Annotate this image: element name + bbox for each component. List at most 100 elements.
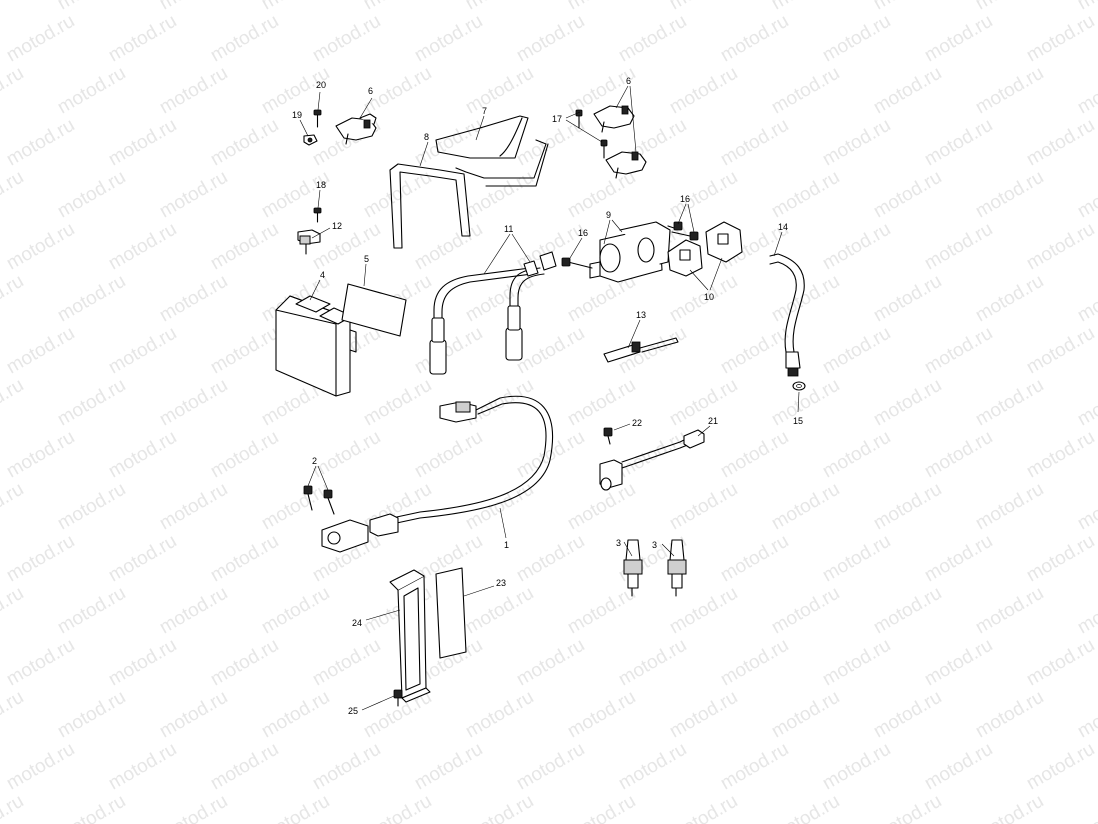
- part-16-bolt-left: [561, 257, 593, 269]
- callout-12: 12: [332, 221, 342, 231]
- watermark-text: motod.ru: [258, 791, 333, 824]
- watermark-text: motod.ru: [1023, 739, 1098, 795]
- watermark-text: motod.ru: [513, 323, 588, 379]
- watermark-text: motod.ru: [258, 479, 333, 535]
- callout-25: 25: [348, 706, 358, 716]
- callout-14: 14: [778, 222, 788, 232]
- watermark-text: motod.ru: [207, 635, 282, 691]
- callout-3-left: 3: [616, 538, 621, 548]
- callout-1: 1: [504, 540, 509, 550]
- callout-21: 21: [708, 416, 718, 426]
- watermark-text: motod.ru: [0, 375, 27, 431]
- watermark-text: motod.ru: [309, 739, 384, 795]
- part-1-crank-sensor: [321, 395, 554, 553]
- watermark-text: motod.ru: [921, 323, 996, 379]
- watermark-text: motod.ru: [513, 635, 588, 691]
- watermark-text: motod.ru: [564, 375, 639, 431]
- part-23-pad: [435, 567, 467, 659]
- callout-2: 2: [312, 456, 317, 466]
- watermark-text: motod.ru: [156, 375, 231, 431]
- callout-18: 18: [316, 180, 326, 190]
- part-22-bolt: [603, 427, 613, 445]
- watermark-text: motod.ru: [921, 427, 996, 483]
- callout-3-right: 3: [652, 540, 657, 550]
- watermark-text: motod.ru: [921, 219, 996, 275]
- watermark-text: motod.ru: [462, 687, 537, 743]
- watermark-text: motod.ru: [207, 323, 282, 379]
- watermark-text: motod.ru: [105, 11, 180, 67]
- watermark-text: motod.ru: [462, 63, 537, 119]
- watermark-text: motod.ru: [666, 375, 741, 431]
- watermark-text: motod.ru: [105, 739, 180, 795]
- part-7-hose: [435, 115, 549, 187]
- watermark-text: motod.ru: [513, 739, 588, 795]
- watermark-text: motod.ru: [819, 115, 894, 171]
- watermark-text: motod.ru: [870, 791, 945, 824]
- watermark-text: motod.ru: [156, 479, 231, 535]
- watermark-text: motod.ru: [768, 791, 843, 824]
- watermark-text: motod.ru: [1023, 323, 1098, 379]
- watermark-text: motod.ru: [360, 375, 435, 431]
- watermark-text: motod.ru: [819, 323, 894, 379]
- watermark-text: motod.ru: [768, 63, 843, 119]
- watermark-text: motod.ru: [258, 167, 333, 223]
- watermark-text: motod.ru: [0, 0, 27, 14]
- part-3-spark-plugs: [623, 539, 687, 597]
- watermark-text: motod.ru: [1074, 63, 1098, 119]
- watermark-text: motod.ru: [0, 167, 27, 223]
- watermark-text: motod.ru: [156, 63, 231, 119]
- watermark-text: motod.ru: [972, 687, 1047, 743]
- watermark-text: motod.ru: [411, 323, 486, 379]
- watermark-text: motod.ru: [3, 11, 78, 67]
- callout-7: 7: [482, 106, 487, 116]
- watermark-text: motod.ru: [207, 531, 282, 587]
- watermark-text: motod.ru: [0, 583, 27, 639]
- watermark-text: motod.ru: [0, 63, 27, 119]
- watermark-text: motod.ru: [513, 11, 588, 67]
- watermark-text: motod.ru: [513, 531, 588, 587]
- part-19-clip: [303, 134, 318, 146]
- watermark-text: motod.ru: [972, 583, 1047, 639]
- watermark-text: motod.ru: [462, 375, 537, 431]
- watermark-text: motod.ru: [819, 739, 894, 795]
- watermark-text: motod.ru: [768, 687, 843, 743]
- watermark-text: motod.ru: [615, 635, 690, 691]
- watermark-text: motod.ru: [411, 219, 486, 275]
- watermark-text: motod.ru: [819, 219, 894, 275]
- callout-5: 5: [364, 254, 369, 264]
- callout-9: 9: [606, 210, 611, 220]
- watermark-text: motod.ru: [921, 531, 996, 587]
- watermark-text: motod.ru: [462, 583, 537, 639]
- part-2-bolts: [303, 485, 335, 515]
- watermark-text: motod.ru: [666, 791, 741, 824]
- watermark-text: motod.ru: [615, 739, 690, 795]
- watermark-text: motod.ru: [54, 479, 129, 535]
- watermark-text: motod.ru: [207, 219, 282, 275]
- watermark-text: motod.ru: [717, 635, 792, 691]
- watermark-text: motod.ru: [870, 375, 945, 431]
- watermark-text: motod.ru: [0, 687, 27, 743]
- part-6-sensors-right: [593, 105, 647, 179]
- callout-16-left: 16: [578, 228, 588, 238]
- watermark-text: motod.ru: [54, 791, 129, 824]
- part-17-bolts: [575, 109, 608, 159]
- watermark-text: motod.ru: [921, 11, 996, 67]
- watermark-text: motod.ru: [411, 427, 486, 483]
- watermark-text: motod.ru: [1023, 219, 1098, 275]
- watermark-text: motod.ru: [972, 375, 1047, 431]
- watermark-text: motod.ru: [3, 219, 78, 275]
- watermark-text: motod.ru: [309, 11, 384, 67]
- part-20-bolt: [313, 109, 322, 128]
- watermark-text: motod.ru: [717, 115, 792, 171]
- part-10-coil-covers: [667, 221, 743, 277]
- watermark-text: motod.ru: [462, 479, 537, 535]
- part-9-ignition-coil: [589, 221, 671, 283]
- part-21-phase-sensor: [599, 429, 705, 491]
- watermark-text: motod.ru: [258, 583, 333, 639]
- part-8-hose: [389, 163, 471, 249]
- watermark-text: motod.ru: [972, 271, 1047, 327]
- watermark-text: motod.ru: [3, 115, 78, 171]
- watermark-text: motod.ru: [3, 635, 78, 691]
- watermark-text: motod.ru: [717, 323, 792, 379]
- callout-24: 24: [352, 618, 362, 628]
